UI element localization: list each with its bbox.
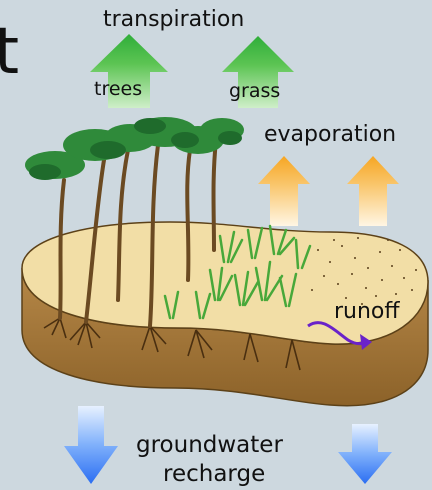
label-runoff: runoff [334,301,400,323]
evaporation-arrow-right [347,156,399,226]
label-trees: trees [94,80,142,99]
label-grass: grass [229,82,280,101]
evaporation-arrow-left [258,156,310,226]
label-evaporation: evaporation [264,124,396,146]
label-recharge: recharge [163,463,265,486]
recharge-arrow-left [64,406,118,484]
label-transpiration: transpiration [103,9,244,31]
recharge-arrow-right [338,424,392,484]
label-groundwater: groundwater [136,434,283,457]
cut-off-title-letter: t [0,20,19,84]
